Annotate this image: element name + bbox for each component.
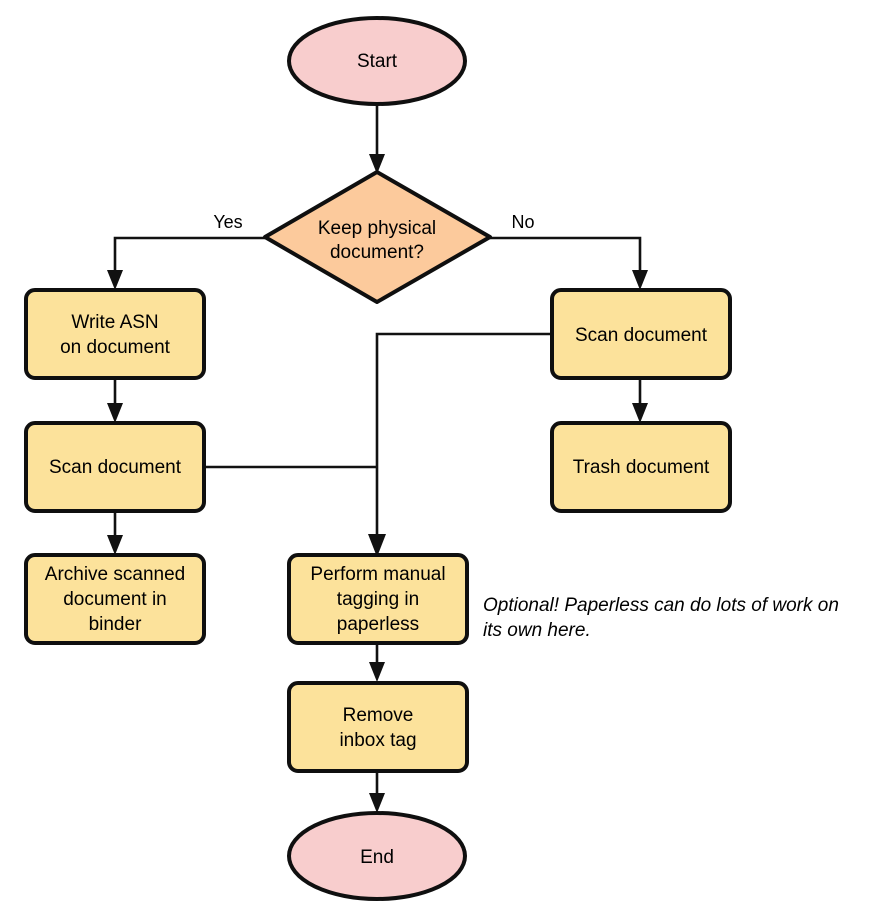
edge-label-yes: Yes xyxy=(213,212,242,232)
annotation-line1: Optional! Paperless can do lots of work … xyxy=(483,595,839,616)
node-archive-label-line1: Archive scanned xyxy=(45,564,185,585)
node-archive-label-line3: binder xyxy=(89,614,142,635)
node-scan-document-right[interactable]: Scan document xyxy=(550,288,732,380)
node-tagging-label-line2: tagging in xyxy=(337,589,419,610)
edge-decision-yes-to-write-asn xyxy=(107,236,265,290)
node-tagging-label-line1: Perform manual xyxy=(310,564,445,585)
node-end-label: End xyxy=(360,847,394,868)
node-end[interactable]: End xyxy=(287,811,467,901)
node-trash-document-label: Trash document xyxy=(573,457,710,478)
node-scan-document-right-label: Scan document xyxy=(575,325,708,346)
node-write-asn-label-line1: Write ASN xyxy=(71,312,158,333)
node-write-asn-on-document[interactable]: Write ASN on document xyxy=(24,288,206,380)
annotation-optional-note: Optional! Paperless can do lots of work … xyxy=(483,595,839,641)
node-perform-manual-tagging[interactable]: Perform manual tagging in paperless xyxy=(287,553,469,645)
node-decision-keep-physical-document[interactable]: Keep physical document? xyxy=(263,170,492,304)
node-remove-tag-label-line1: Remove xyxy=(343,705,414,726)
node-remove-tag-label-line2: inbox tag xyxy=(339,730,416,751)
edge-remove-tag-to-end xyxy=(369,771,385,813)
edge-scan-left-to-archive xyxy=(107,511,123,555)
node-remove-inbox-tag[interactable]: Remove inbox tag xyxy=(287,681,469,773)
edge-decision-no-to-scan-right xyxy=(490,236,648,290)
edge-scan-right-to-trash xyxy=(632,378,648,423)
node-scan-document-left-label: Scan document xyxy=(49,457,182,478)
edge-tagging-to-remove-tag xyxy=(369,643,385,682)
node-trash-document[interactable]: Trash document xyxy=(550,421,732,513)
node-archive-label-line2: document in xyxy=(63,589,167,610)
node-scan-document-left[interactable]: Scan document xyxy=(24,421,206,513)
node-decision-label-line2: document? xyxy=(330,242,424,263)
node-start[interactable]: Start xyxy=(287,16,467,106)
node-write-asn-label-line2: on document xyxy=(60,337,171,358)
node-start-label: Start xyxy=(357,51,398,72)
edge-write-asn-to-scan-left xyxy=(107,378,123,423)
node-archive-scanned-document[interactable]: Archive scanned document in binder xyxy=(24,553,206,645)
node-tagging-label-line3: paperless xyxy=(337,614,419,635)
annotation-line2: its own here. xyxy=(483,620,591,641)
edge-scan-right-to-tagging xyxy=(368,332,552,557)
edge-start-to-decision xyxy=(369,104,385,174)
node-decision-label-line1: Keep physical xyxy=(318,218,436,239)
edge-label-no: No xyxy=(511,212,534,232)
